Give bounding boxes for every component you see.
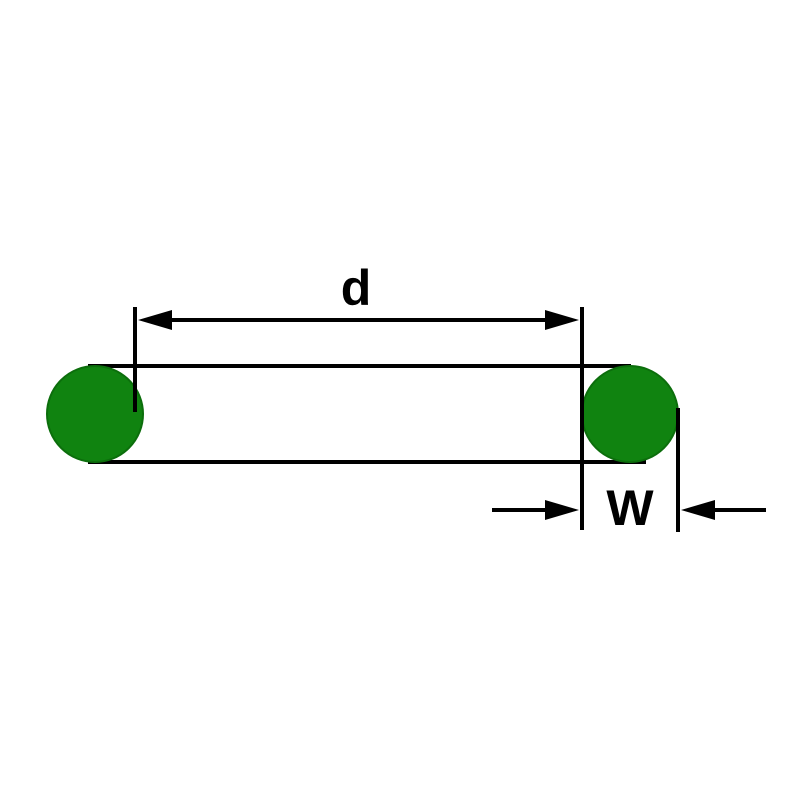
left-cross-section-circle — [46, 365, 144, 463]
d-dimension — [133, 307, 584, 530]
ring-cross-sections — [46, 365, 679, 463]
d-right-arrowhead-icon — [545, 310, 579, 330]
ring-profile — [88, 364, 646, 464]
d-left-arrowhead-icon — [138, 310, 172, 330]
d-dimension-label: d — [341, 260, 372, 316]
w-left-arrowhead-icon — [545, 500, 579, 520]
w-right-arrowhead-icon — [681, 500, 715, 520]
w-dimension — [492, 408, 766, 532]
right-cross-section-circle — [581, 365, 679, 463]
w-dimension-label: W — [606, 480, 654, 536]
